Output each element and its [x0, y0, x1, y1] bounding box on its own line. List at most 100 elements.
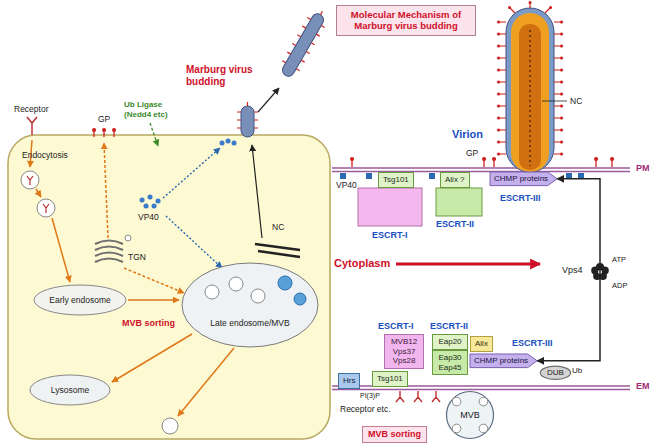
trafficking-arrow — [112, 334, 192, 382]
nucleocapsid — [519, 24, 541, 170]
late-endosome — [182, 263, 318, 347]
organelle-label: Late endosome/MVB — [210, 318, 289, 328]
part-label: GP — [466, 148, 478, 158]
region-label: Cytoplasm — [334, 257, 390, 269]
organelle-label-slot: Lysosome — [51, 385, 89, 395]
part-label: ATP — [612, 255, 626, 264]
part-label: PI(3)P — [360, 392, 380, 399]
part-label: Vps4 — [562, 265, 583, 275]
part-label-slot: TGN — [128, 252, 146, 262]
part-label-slot: NC — [272, 222, 284, 232]
receptor-symbol — [27, 117, 37, 135]
membrane-label: EM — [636, 381, 650, 391]
protein-box: Alix ? — [440, 172, 470, 188]
oval-outline — [540, 366, 570, 379]
vp40-cluster — [294, 293, 306, 305]
part-label: GP — [98, 114, 110, 124]
panel-heading: Marburg virus budding — [186, 64, 253, 87]
arrow-pentagon — [470, 354, 537, 368]
part-label: NC — [570, 96, 582, 106]
vp40-square — [340, 173, 346, 179]
protein-box: Tsg101 — [372, 371, 408, 387]
mvb-circle: MVB — [446, 391, 494, 439]
node-text: Alix ? — [445, 175, 465, 185]
protein-box: Alix — [470, 336, 493, 352]
complex-label: ESCRT-I — [378, 321, 414, 331]
part-label-slot: PI(3)P — [360, 392, 380, 400]
part-label: NC — [272, 222, 284, 232]
virion-matrix — [511, 13, 549, 172]
caption-box: MVB sorting — [362, 426, 427, 443]
part-label: Ub — [572, 366, 582, 375]
virion-envelope — [506, 8, 554, 172]
trafficking-arrow — [128, 299, 179, 301]
protein-box: Hrs — [338, 373, 360, 389]
node-text: CHMP proteins — [494, 174, 548, 184]
part-label-slot: GP — [466, 148, 478, 158]
complex-label-slot: ESCRT-II — [430, 321, 468, 332]
intraluminal-vesicle — [251, 289, 265, 303]
part-label: VP40 — [138, 212, 159, 222]
part-label-slot: ADP — [612, 281, 627, 290]
complex-label: ESCRT-III — [500, 193, 541, 203]
intraluminal-vesicle — [479, 424, 488, 433]
intraluminal-vesicle — [205, 285, 219, 299]
panel-heading-slot: Marburg virus budding — [186, 64, 268, 88]
part-label-slot: Ub — [572, 366, 582, 376]
virion-spikes — [282, 6, 331, 71]
cycle-connector — [537, 179, 600, 361]
released-virion — [277, 6, 331, 80]
protein-box: Tsg101 — [378, 172, 414, 188]
nucleocapsid-core — [529, 30, 531, 166]
nucleocapsid-rods — [255, 244, 300, 257]
protein-box: MVB12 Vps37 Vps28 — [384, 334, 424, 369]
complex-label: ESCRT-II — [430, 321, 468, 331]
node-text: CHMP proteins — [474, 356, 528, 366]
vp40-cluster — [278, 276, 292, 290]
endocytic-vesicle — [37, 199, 55, 217]
early-endosome — [34, 285, 126, 315]
escrt-i-complex — [358, 188, 422, 226]
part-label-slot: Virion — [452, 128, 483, 141]
release-arrow — [258, 88, 279, 112]
plasma-membrane — [332, 168, 630, 172]
membrane-label-slot: PM — [636, 163, 650, 174]
protein-box: Eap20 — [432, 334, 468, 350]
gp-spikes — [94, 131, 114, 137]
node-text: Tsg101 — [377, 374, 403, 384]
protein-arrow-box: CHMP proteins — [470, 354, 537, 368]
endocytic-vesicle — [21, 171, 39, 189]
organelle-label-slot: Late endosome/MVB — [210, 318, 289, 328]
node-text: MVB sorting — [368, 429, 421, 440]
process-label-slot: Endocytosis — [22, 150, 68, 160]
part-label: Ub Ligase (Nedd4 etc) — [124, 100, 168, 119]
trafficking-arrow — [178, 348, 234, 416]
receptor-symbol — [396, 391, 440, 402]
node-text: DUB — [547, 368, 564, 378]
vp40-square — [366, 173, 372, 179]
complex-label: ESCRT-III — [512, 338, 553, 348]
membrane-label: PM — [636, 163, 650, 173]
gp-knobs — [352, 157, 612, 161]
title-box: Molecular Mechanism of Marburg virus bud… — [336, 5, 476, 36]
node-text: Molecular Mechanism of Marburg virus bud… — [341, 9, 471, 32]
transport-arrow — [124, 268, 184, 293]
vp40-arrow — [166, 216, 222, 268]
organelle-label-slot: Early endosome — [49, 295, 110, 305]
complex-label: ESCRT-I — [372, 230, 408, 240]
part-label: Receptor etc. — [340, 404, 391, 414]
complex-label-slot: ESCRT-III — [500, 193, 541, 204]
node-text: Alix — [475, 339, 488, 349]
complex-label: ESCRT-II — [436, 219, 474, 229]
trafficking-arrow — [52, 218, 70, 282]
lysosome — [30, 375, 110, 405]
region-label-slot: Cytoplasm — [334, 257, 390, 270]
part-label: Virion — [452, 128, 483, 140]
part-label: VP40 — [336, 180, 357, 190]
part-label-slot: Receptor — [14, 104, 49, 114]
exosome — [162, 418, 178, 434]
node-text: MVB — [460, 410, 480, 421]
